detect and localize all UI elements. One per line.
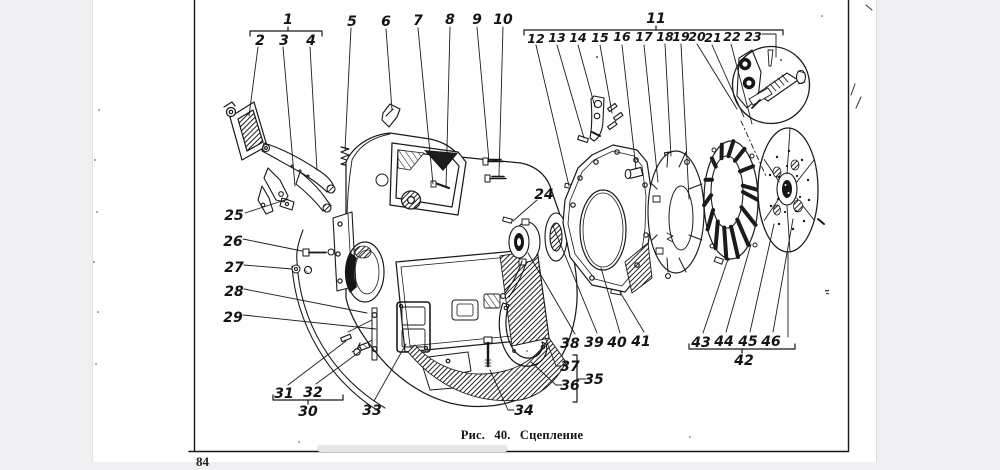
figure-frame xyxy=(188,0,850,453)
clutch-cover-plate xyxy=(562,144,653,294)
callout-35: 35 xyxy=(584,372,604,388)
callout-36: 36 xyxy=(560,378,580,394)
pressure-plate-assembly xyxy=(647,150,705,279)
callout-43: 43 xyxy=(690,335,710,351)
flywheel-outline xyxy=(291,229,386,413)
bolt-34 xyxy=(483,336,493,368)
cap-part xyxy=(381,103,401,128)
callout-24: 24 xyxy=(534,187,553,203)
callout-34: 34 xyxy=(514,403,533,419)
callout-brackets xyxy=(249,25,796,405)
callout-1: 1 xyxy=(283,12,293,28)
callout-16: 16 xyxy=(613,29,631,44)
callout-46: 46 xyxy=(760,334,781,350)
inset-detail-circle xyxy=(731,45,811,125)
callout-25: 25 xyxy=(224,208,244,224)
callout-44: 44 xyxy=(713,334,733,350)
callout-42: 42 xyxy=(733,353,753,369)
callout-38: 38 xyxy=(560,336,580,352)
callout-23: 23 xyxy=(744,29,761,44)
callout-29: 29 xyxy=(223,310,243,326)
callout-6: 6 xyxy=(381,14,391,30)
housing-bolts xyxy=(482,157,507,183)
callout-22: 22 xyxy=(723,29,740,44)
callout-28: 28 xyxy=(224,284,244,300)
callout-10: 10 xyxy=(493,12,513,28)
horizontal-scrollbar-thumb[interactable] xyxy=(317,445,508,452)
bracket-part xyxy=(223,101,268,161)
scan-artifacts xyxy=(93,4,873,443)
callout-19: 19 xyxy=(672,29,690,44)
callout-18: 18 xyxy=(656,29,674,44)
release-bearing xyxy=(508,212,568,266)
friction-disc xyxy=(757,127,825,253)
callout-41: 41 xyxy=(630,334,650,350)
callout-40: 40 xyxy=(606,335,627,351)
callout-3: 3 xyxy=(279,33,289,49)
callout-13: 13 xyxy=(548,30,565,45)
callout-33: 33 xyxy=(362,403,381,419)
inset-link-line xyxy=(740,120,767,177)
callout-20: 20 xyxy=(688,29,706,44)
callout-11: 11 xyxy=(646,11,665,27)
callout-2: 2 xyxy=(255,33,265,49)
fork-bolt-nut xyxy=(291,248,335,275)
callout-45: 45 xyxy=(737,334,758,350)
spring-part xyxy=(340,146,350,167)
callout-5: 5 xyxy=(347,14,357,30)
callout-4: 4 xyxy=(305,33,316,49)
page-number: 84 xyxy=(196,454,209,469)
callout-27: 27 xyxy=(224,260,244,276)
callout-7: 7 xyxy=(413,13,423,29)
callout-37: 37 xyxy=(560,359,580,375)
callout-14: 14 xyxy=(569,30,586,45)
callout-8: 8 xyxy=(445,12,455,28)
callout-32: 32 xyxy=(303,385,322,401)
segmented-cover-ring xyxy=(702,139,760,265)
callout-12: 12 xyxy=(527,31,544,46)
callout-leader-lines xyxy=(242,26,794,411)
callout-39: 39 xyxy=(584,335,604,351)
callout-26: 26 xyxy=(223,234,243,250)
callout-21: 21 xyxy=(704,30,721,45)
callout-15: 15 xyxy=(591,30,609,45)
release-fork xyxy=(257,142,336,215)
hose-and-guard xyxy=(498,260,548,367)
callout-17: 17 xyxy=(635,29,653,44)
figure-caption: Рис. 40. Сцепление xyxy=(460,428,584,442)
release-lever-parts xyxy=(577,95,678,190)
callout-30: 30 xyxy=(298,404,318,420)
small-fittings xyxy=(340,333,371,356)
callout-9: 9 xyxy=(472,12,482,28)
clutch-housing xyxy=(332,132,578,408)
callout-31: 31 xyxy=(274,386,293,402)
